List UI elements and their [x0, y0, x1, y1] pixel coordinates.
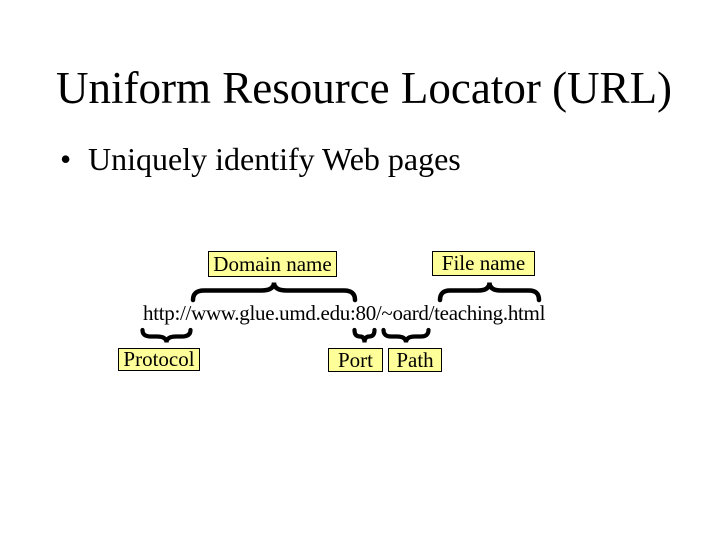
path-label: Path	[388, 348, 442, 372]
url-text: http://www.glue.umd.edu:80/~oard/teachin…	[143, 301, 546, 325]
slide-title: Uniform Resource Locator (URL)	[56, 63, 673, 113]
port-underbrace	[352, 327, 377, 345]
port-label-text: Port	[337, 347, 373, 372]
protocol-underbrace	[140, 327, 193, 345]
protocol-label-text: Protocol	[123, 347, 195, 371]
protocol-label: Protocol	[118, 348, 200, 371]
domain-name-label-text: Domain name	[213, 251, 332, 276]
domain-overbrace	[190, 280, 358, 303]
bullet-text: Uniquely identify Web pages	[88, 141, 461, 177]
file-overbrace	[437, 280, 542, 303]
domain-name-label: Domain name	[208, 251, 337, 277]
path-label-text: Path	[396, 347, 434, 372]
file-name-label-text: File name	[441, 251, 526, 275]
path-underbrace	[381, 327, 431, 345]
bullet-icon: •	[60, 141, 72, 177]
port-label: Port	[328, 348, 383, 372]
file-name-label: File name	[432, 251, 535, 276]
